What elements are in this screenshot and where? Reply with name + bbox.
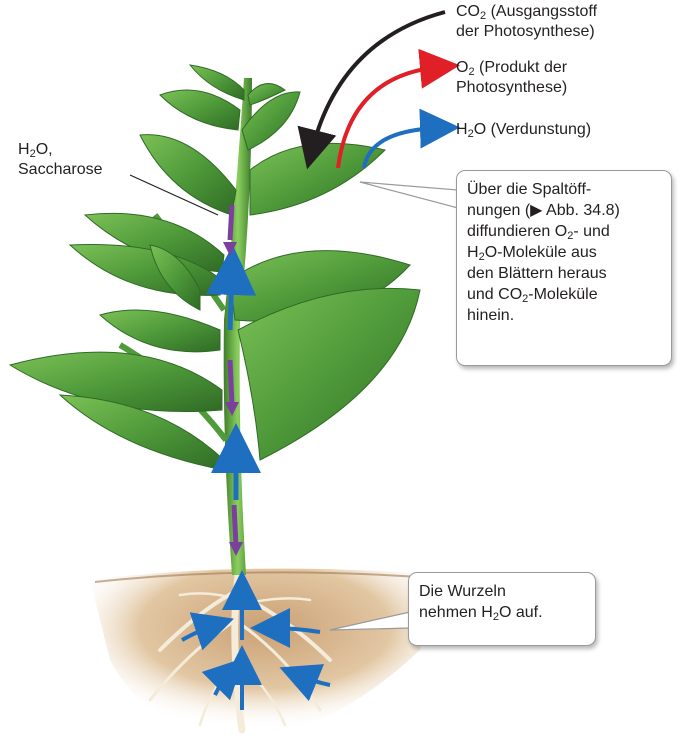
callout-line: H2O-Moleküle aus <box>467 244 597 263</box>
stomata-callout: Über die Spaltöff- nungen (▶ Abb. 34.8) … <box>456 170 672 366</box>
callout-line: und CO2-Moleküle <box>467 286 598 305</box>
stem-transport-label: H2O, Saccharose <box>18 141 103 178</box>
callout-line: den Blättern heraus <box>467 265 607 282</box>
stem-flow-arrows <box>206 204 261 556</box>
co2-label: CO2 (Ausgangsstoff der Photosynthese) <box>456 3 598 40</box>
o2-label: O2 (Produkt der Photosynthese) <box>456 59 568 96</box>
root-water-arrows <box>181 570 331 710</box>
sucrose-arrow-2 <box>227 359 235 406</box>
co2-arrow <box>297 10 446 170</box>
sucrose-arrow-3 <box>231 504 239 546</box>
callout-line: Die Wurzeln <box>419 583 506 600</box>
stem-label-pointer <box>129 174 219 216</box>
callout-line: diffundieren O2- und <box>467 223 610 242</box>
h2o-evaporation-label: H2O (Verdunstung) <box>456 121 592 140</box>
roots-callout: Die Wurzeln nehmen H2O auf. <box>408 572 596 646</box>
callout-line: nungen (▶ Abb. 34.8) <box>467 202 620 219</box>
soil <box>90 568 440 738</box>
callout-line: nehmen H2O auf. <box>419 604 543 623</box>
water-arrow-1 <box>206 245 257 331</box>
stomata-callout-pointer <box>359 181 459 209</box>
h2o-evaporation-arrow <box>362 108 460 169</box>
callout-line: hinein. <box>467 307 515 324</box>
callout-line: Über die Spaltöff- <box>467 181 592 198</box>
leaves <box>8 64 421 471</box>
sucrose-arrow-1 <box>227 204 235 241</box>
o2-arrow <box>336 48 460 169</box>
